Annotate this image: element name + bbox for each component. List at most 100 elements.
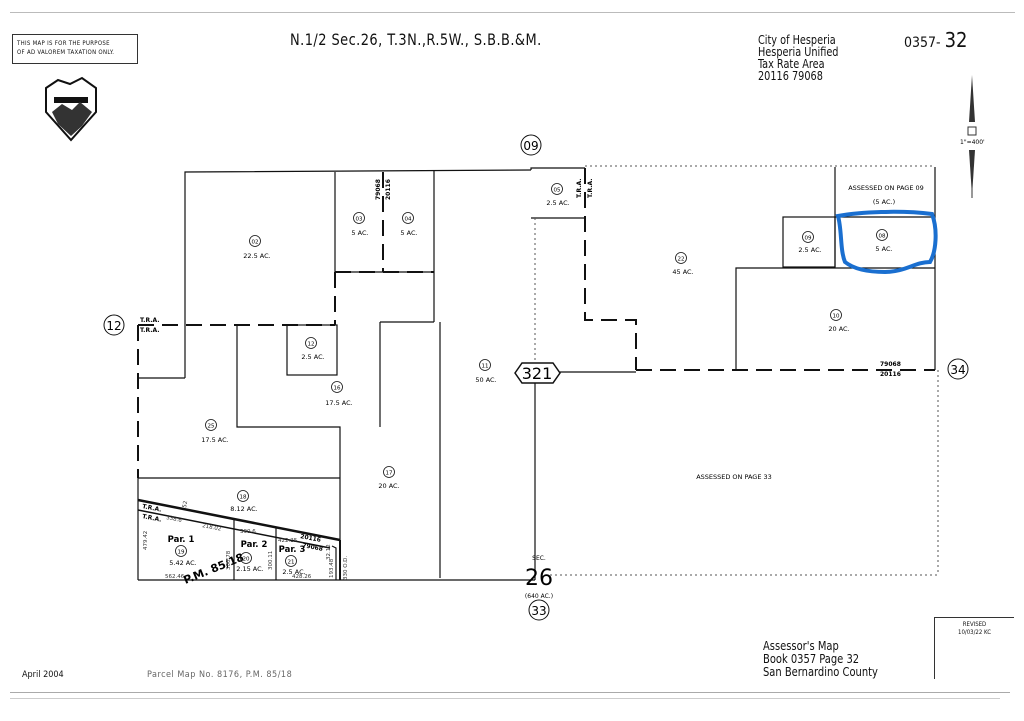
parcel-area: 5.42 AC. [169, 559, 196, 567]
tra-labels: T.R.A. T.R.A. 79068 20116 79068 20116 T.… [140, 178, 901, 552]
bottom-rule [10, 698, 1000, 699]
parcel-number: 10 [833, 314, 840, 320]
tra-code: 20116 [385, 179, 392, 200]
assessed-page-33-note: ASSESSED ON PAGE 33 [696, 473, 772, 481]
parcel-par-label: Par. 1 [168, 535, 195, 545]
map-notes: ASSESSED ON PAGE 09 (5 AC.) ASSESSED ON … [182, 184, 924, 587]
parcel-area: 5 AC. [400, 229, 417, 237]
dimension: 562.46 [165, 574, 185, 580]
adjacent-page-top[interactable]: 09 [520, 134, 542, 156]
parcel-area: 8.12 AC. [230, 505, 257, 513]
disclaimer-line: OF AD VALOREM TAXATION ONLY. [17, 49, 115, 56]
assessor-line: San Bernardino County [763, 665, 878, 679]
assessed-page-09-note: ASSESSED ON PAGE 09 [848, 184, 924, 192]
revised-date: 10/03/22 KC [958, 629, 991, 636]
parcel-04[interactable]: 04 5 AC. [400, 212, 418, 238]
city-line: 20116 79068 [758, 69, 823, 83]
parcel-par-label: Par. 3 [279, 545, 306, 555]
parcel-02[interactable]: 02 22.5 AC. [243, 235, 271, 261]
tra-code: 20116 [300, 533, 322, 544]
revision-box: REVISED 10/03/22 KC [934, 617, 1014, 679]
tra-label: T.R.A. [142, 513, 162, 524]
parcel-number: 03 [356, 217, 363, 223]
parcel-area: 17.5 AC. [325, 399, 352, 407]
dimension: 193.48 [329, 558, 335, 578]
parcel-19[interactable]: Par. 1 19 5.42 AC. [168, 535, 197, 567]
assessor-line: Book 0357 Page 32 [763, 652, 860, 666]
adjacent-page-number: 09 [523, 139, 538, 153]
tra-label: T.R.A. [587, 178, 594, 198]
parcel-number: 17 [386, 471, 393, 477]
road-marker: 321 [514, 362, 561, 384]
parcel-area: 2.5 AC. [546, 199, 569, 207]
road-number: 321 [522, 364, 553, 383]
parcel-area: 20 AC. [828, 325, 849, 333]
parcel-par-label: Par. 2 [241, 540, 268, 550]
tra-code: 20116 [880, 371, 901, 378]
parcel-03[interactable]: 03 5 AC. [351, 212, 369, 238]
adjacent-page-right[interactable]: 34 [947, 358, 969, 380]
top-rule [10, 12, 1015, 13]
parcel-10[interactable]: 10 20 AC. [828, 309, 850, 334]
parcel-number: 20 [243, 557, 250, 563]
parcel-09[interactable]: 092.5 AC. [798, 231, 822, 255]
dimension-labels: 338.6 218.02 390.6 422.25 479.42 562.46 … [143, 500, 349, 580]
tra-label: T.R.A. [576, 178, 583, 198]
adjacent-page-bottom[interactable]: 33 [528, 599, 550, 621]
parcel-18[interactable]: 188.12 AC. [230, 490, 258, 514]
parcel-number: 02 [252, 240, 259, 246]
assessor-line: Assessor's Map [763, 639, 839, 653]
parcel-area: 2.5 AC. [301, 353, 324, 361]
county-seal-icon [45, 76, 97, 142]
adjacent-page-number: 33 [531, 604, 546, 618]
parcel-20[interactable]: Par. 2 20 2.15 AC. [236, 540, 267, 573]
map-book: 0357- [904, 35, 941, 51]
disclaimer-line: THIS MAP IS FOR THE PURPOSE [17, 40, 110, 47]
dimension: 479.42 [143, 531, 149, 550]
dimension: 428.26 [292, 574, 312, 580]
map-date: April 2004 [22, 670, 64, 680]
map-page: 32 [944, 28, 968, 52]
adjacent-page-left[interactable]: 12 [103, 314, 125, 336]
scale-label: 1"=400' [960, 139, 985, 146]
tra-code: 79068 [375, 179, 382, 200]
parcel-number: 19 [178, 550, 185, 556]
dimension: 330 O.D. [343, 556, 349, 580]
parcel-area: 45 AC. [672, 268, 693, 276]
parcel-number: 12 [308, 342, 315, 348]
dotted-lines [534, 165, 939, 576]
section-label: SEC. 26 (640 AC.) [525, 555, 553, 600]
section-label-text: SEC. [532, 555, 546, 562]
revised-label: REVISED [962, 621, 987, 628]
dimension: 422.25 [278, 538, 298, 544]
parcel-area: 22.5 AC. [243, 252, 270, 260]
parcel-05[interactable]: 052.5 AC. [546, 183, 570, 208]
adjacent-page-number: 12 [106, 319, 121, 333]
parcel-area: 50 AC. [475, 376, 496, 384]
bottom-rule [10, 692, 1010, 693]
city-line: Hesperia Unified [758, 45, 839, 59]
dimension: 300.11 [268, 551, 274, 570]
parcel-number: 09 [805, 236, 812, 242]
highlight-annotation [835, 209, 938, 275]
parcel-08[interactable]: 085 AC. [875, 229, 893, 254]
dimension: 390.6 [240, 529, 256, 535]
north-arrow-icon [967, 75, 977, 198]
parcel-12[interactable]: 12 2.5 AC. [301, 337, 325, 362]
dimension: 32.12 [326, 544, 332, 560]
adjacent-page-number: 34 [950, 363, 965, 377]
parcel-area: 5 AC. [351, 229, 368, 237]
parcel-number: 25 [208, 424, 215, 430]
jurisdiction-info: City of Hesperia Hesperia Unified Tax Ra… [758, 34, 838, 82]
disclaimer-box: THIS MAP IS FOR THE PURPOSE OF AD VALORE… [12, 34, 138, 64]
parcel-area: 2.15 AC. [236, 565, 263, 573]
parcel-number: 04 [405, 217, 412, 223]
parcel-lines [137, 167, 936, 581]
